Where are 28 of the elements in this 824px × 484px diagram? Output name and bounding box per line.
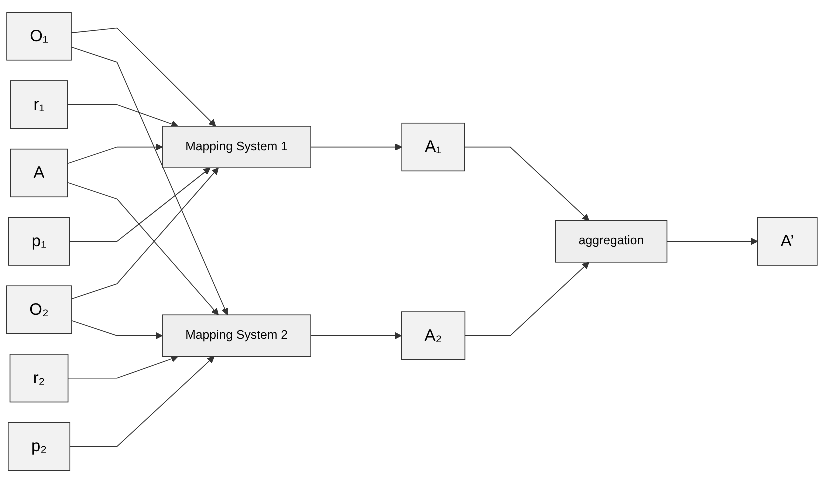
arrow bbox=[310, 144, 402, 152]
node-box: O₂ bbox=[6, 286, 72, 335]
arrow bbox=[464, 262, 590, 337]
node-box: aggregation bbox=[555, 220, 668, 264]
node-box: p₁ bbox=[8, 218, 70, 266]
node-box: A₂ bbox=[401, 312, 466, 361]
node-box: Mapping System 1 bbox=[162, 126, 312, 169]
arrow bbox=[666, 238, 758, 246]
arrow bbox=[67, 144, 163, 165]
node-box: A₁ bbox=[402, 123, 466, 172]
node-box: O₁ bbox=[6, 12, 72, 62]
node-box: Mapping System 2 bbox=[162, 315, 312, 358]
arrow bbox=[72, 168, 219, 300]
arrow bbox=[464, 147, 590, 222]
arrow bbox=[67, 104, 179, 128]
arrow bbox=[310, 332, 402, 340]
node-box: A’ bbox=[757, 218, 818, 266]
arrow bbox=[72, 320, 163, 340]
node-box: A bbox=[10, 149, 68, 198]
arrow bbox=[67, 182, 219, 316]
arrow bbox=[71, 28, 216, 128]
arrow bbox=[69, 168, 211, 242]
node-box: p₂ bbox=[8, 422, 71, 472]
node-box: r₁ bbox=[10, 80, 68, 130]
arrow bbox=[68, 356, 179, 380]
arrow bbox=[70, 356, 215, 448]
node-box: r₂ bbox=[10, 354, 69, 404]
arrow bbox=[71, 47, 228, 316]
